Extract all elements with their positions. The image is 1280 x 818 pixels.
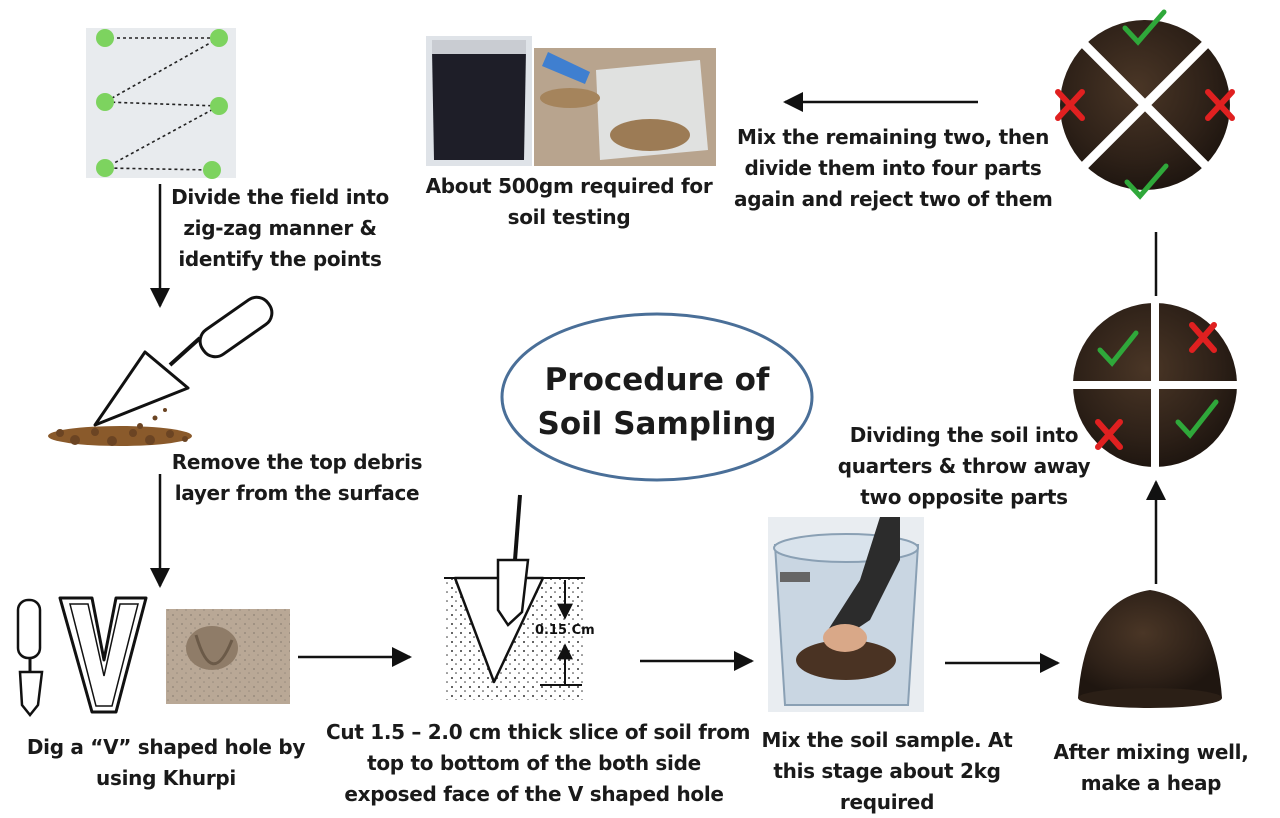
check-icon xyxy=(1122,9,1167,46)
soil-heap-illustration xyxy=(1078,590,1222,708)
sample-point xyxy=(203,161,221,179)
caption-remix: Mix the remaining two, then divide them … xyxy=(734,125,1053,211)
sample-point xyxy=(96,29,114,47)
caption-heap: After mixing well, make a heap xyxy=(1053,740,1249,795)
trowel-debris-illustration xyxy=(48,295,274,446)
cross-icon xyxy=(1189,322,1217,353)
diagram-title: Procedure of Soil Sampling xyxy=(537,362,777,442)
sample-point xyxy=(96,93,114,111)
caption-quarter: Dividing the soil into quarters & throw … xyxy=(837,423,1091,509)
bucket-mixing-photo xyxy=(768,517,924,712)
title-ellipse xyxy=(500,312,814,482)
measure-label: 0.15 Cm xyxy=(535,623,595,638)
check-icon xyxy=(1124,163,1169,200)
khurpi-v-illustration xyxy=(16,596,148,718)
quartered-soil-illustration xyxy=(1070,298,1240,470)
caption-dig: Dig a “V” shaped hole by using Khurpi xyxy=(26,735,306,790)
sample-point xyxy=(96,159,114,177)
soil-bag-photo xyxy=(426,36,532,166)
diagonal-divided-soil-illustration xyxy=(1055,9,1235,200)
sample-bag-photo xyxy=(534,48,716,166)
cross-icon xyxy=(1055,89,1085,121)
caption-debris: Remove the top debris layer from the sur… xyxy=(171,450,423,505)
v-hole-cross-section: 0.15 Cm xyxy=(444,494,595,700)
cross-icon xyxy=(1095,419,1123,450)
check-icon xyxy=(1175,399,1219,439)
caption-zigzag: Divide the field into zig-zag manner & i… xyxy=(171,185,389,271)
cross-icon xyxy=(1205,89,1235,121)
caption-final: About 500gm required for soil testing xyxy=(425,174,713,229)
zigzag-field-illustration xyxy=(86,28,236,179)
caption-cut: Cut 1.5 – 2.0 cm thick slice of soil fro… xyxy=(326,720,751,806)
sample-point xyxy=(210,29,228,47)
flow-arrows xyxy=(150,92,1166,673)
sample-point xyxy=(210,97,228,115)
check-icon xyxy=(1097,330,1139,367)
v-hole-photo xyxy=(166,609,290,704)
title-box: Procedure of Soil Sampling xyxy=(500,312,814,482)
caption-mix: Mix the soil sample. At this stage about… xyxy=(761,728,1013,814)
